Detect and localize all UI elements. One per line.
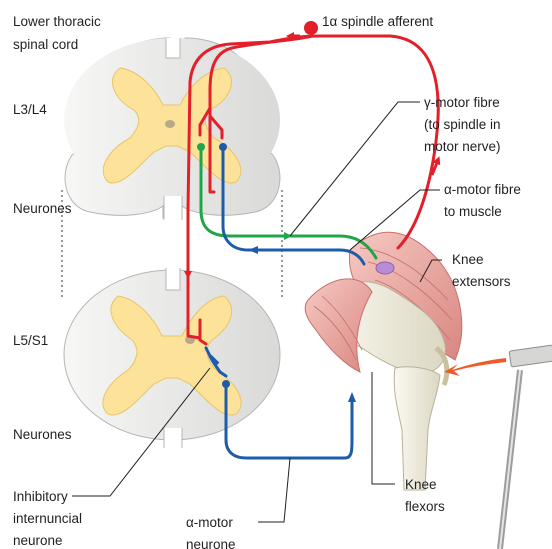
label-flexors-1: Knee (405, 477, 437, 492)
label-spindle-afferent: 1α spindle afferent (322, 14, 433, 29)
spinal-cord-segment-upper (64, 38, 280, 220)
muscle-spindle (376, 262, 394, 274)
afferent-cell-body (304, 21, 318, 35)
alpha-arrow-upper (248, 246, 258, 254)
label-neurones-lower: Neurones (13, 427, 72, 442)
label-inhibitory-1: Inhibitory (13, 489, 68, 504)
label-extensors-1: Knee (452, 252, 484, 267)
alpha-motor-neurone-lower (222, 380, 230, 388)
label-gamma-1: γ-motor fibre (424, 95, 500, 110)
label-flexors-2: flexors (405, 499, 445, 514)
label-spinal-cord-1: Lower thoracic (13, 14, 101, 29)
label-segment-lower: L5/S1 (13, 333, 48, 348)
reflex-hammer (444, 345, 552, 549)
label-gamma-3: motor nerve) (424, 139, 501, 154)
label-segment-upper: L3/L4 (13, 102, 47, 117)
label-alpha-neurone-1: α-motor (186, 515, 233, 530)
label-inhibitory-3: neurone (13, 533, 63, 548)
spinal-cord-segment-lower (64, 268, 280, 448)
label-alpha-neurone-2: neurone (186, 537, 236, 549)
label-extensors-2: extensors (452, 274, 511, 289)
hammer-strike-arrow (444, 358, 506, 376)
label-inhibitory-2: internuncial (13, 511, 82, 526)
central-canal-upper (165, 120, 175, 128)
alpha-motor-neurone-upper (219, 143, 227, 151)
gamma-motor-neurone (197, 143, 205, 151)
label-spinal-cord-2: spinal cord (13, 37, 78, 52)
label-gamma-2: (to spindle in (424, 117, 501, 132)
label-alpha-fibre-2: to muscle (444, 204, 502, 219)
tibia-bone (394, 367, 440, 490)
alpha-arrow-lower (348, 392, 356, 402)
label-alpha-fibre-1: α-motor fibre (444, 182, 521, 197)
knee-joint (305, 232, 462, 490)
label-neurones-upper: Neurones (13, 201, 72, 216)
